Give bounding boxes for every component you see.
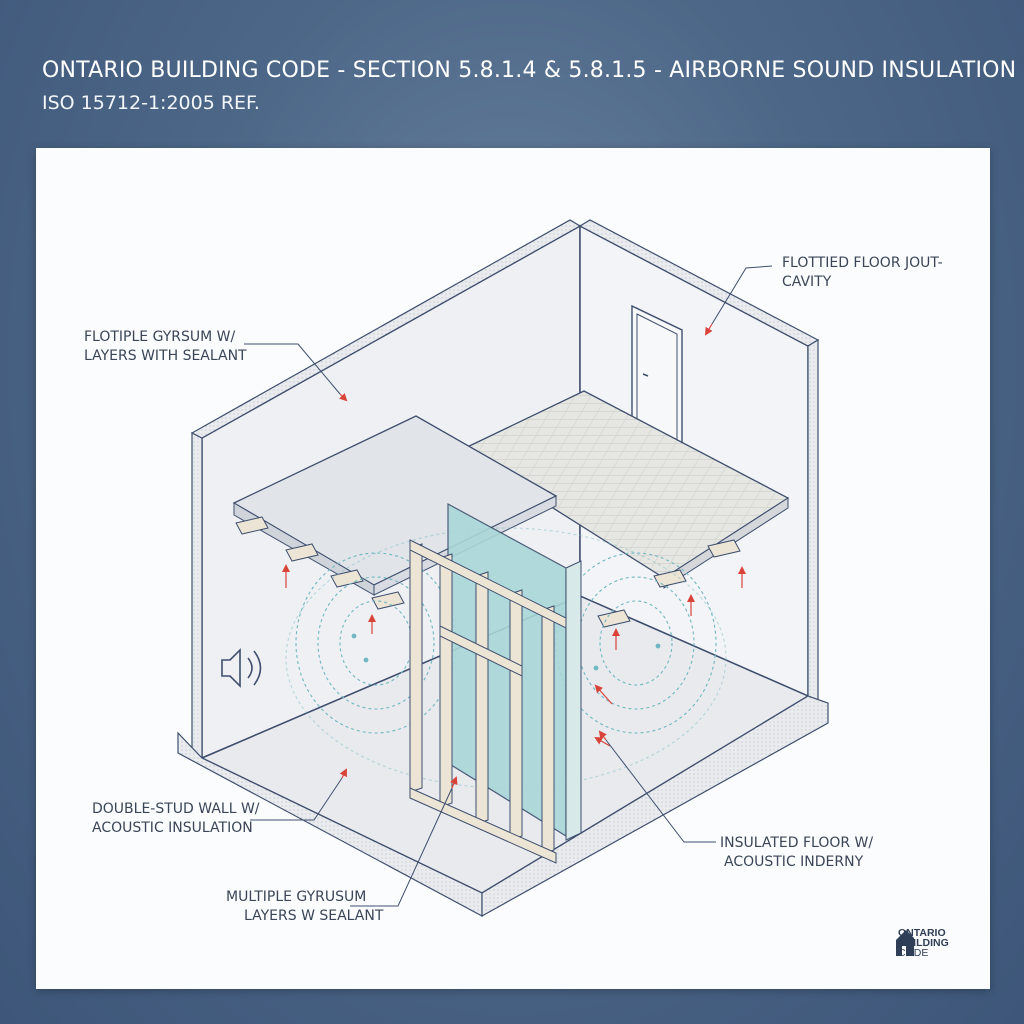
callout-line: CAVITY bbox=[782, 274, 832, 290]
logo-line: ONTARIO bbox=[898, 927, 946, 939]
callout-double-stud-wall: DOUBLE-STUD WALL W/ ACOUSTIC INSULATION bbox=[92, 800, 260, 838]
callout-arrowheads bbox=[338, 323, 713, 789]
callout-leaders bbox=[244, 265, 773, 907]
logo-line: BUILDING bbox=[898, 937, 949, 949]
callout-line: MULTIPLE GYRUSUM bbox=[226, 889, 367, 905]
callout-line: ACOUSTIC INSULATION bbox=[92, 820, 253, 836]
wave-markers bbox=[351, 633, 661, 671]
page-title: ONTARIO BUILDING CODE - SECTION 5.8.1.4 … bbox=[42, 58, 1017, 83]
callout-floor-joist-cavity: FLOTTIED FLOOR JOUT- CAVITY bbox=[782, 254, 943, 292]
callout-line: ACOUSTIC INDERNY bbox=[724, 854, 864, 870]
page-subtitle: ISO 15712-1:2005 REF. bbox=[42, 92, 260, 114]
callout-line: FLOTTIED FLOOR JOUT- bbox=[782, 255, 943, 271]
double-stud-wall bbox=[409, 502, 582, 864]
callout-insulated-floor: INSULATED FLOOR W/ ACOUSTIC INDERNY bbox=[720, 834, 873, 872]
callout-line: FLOTIPLE GYRSUM W/ bbox=[84, 329, 236, 345]
ontario-logo-icon bbox=[896, 930, 914, 956]
speaker-icon bbox=[221, 648, 262, 688]
callout-line: LAYERS W SEALANT bbox=[244, 908, 384, 924]
callout-gypsum-layers: FLOTIPLE GYRSUM W/ LAYERS WITH SEALANT bbox=[84, 328, 247, 366]
diagram-panel: FLOTTIED FLOOR JOUT- CAVITY FLOTIPLE GYR… bbox=[36, 148, 990, 989]
isometric-diagram bbox=[177, 219, 829, 918]
callout-line: LAYERS WITH SEALANT bbox=[84, 348, 247, 364]
callout-line: DOUBLE-STUD WALL W/ bbox=[92, 801, 260, 817]
floor-joists bbox=[235, 516, 741, 628]
ontario-building-code-logo: ONTARIO BUILDING CODE bbox=[894, 928, 949, 958]
force-arrows bbox=[282, 564, 746, 747]
callout-line: INSULATED FLOOR W/ bbox=[720, 835, 874, 851]
callout-multiple-gypsum: MULTIPLE GYRUSUM LAYERS W SEALANT bbox=[226, 888, 383, 926]
